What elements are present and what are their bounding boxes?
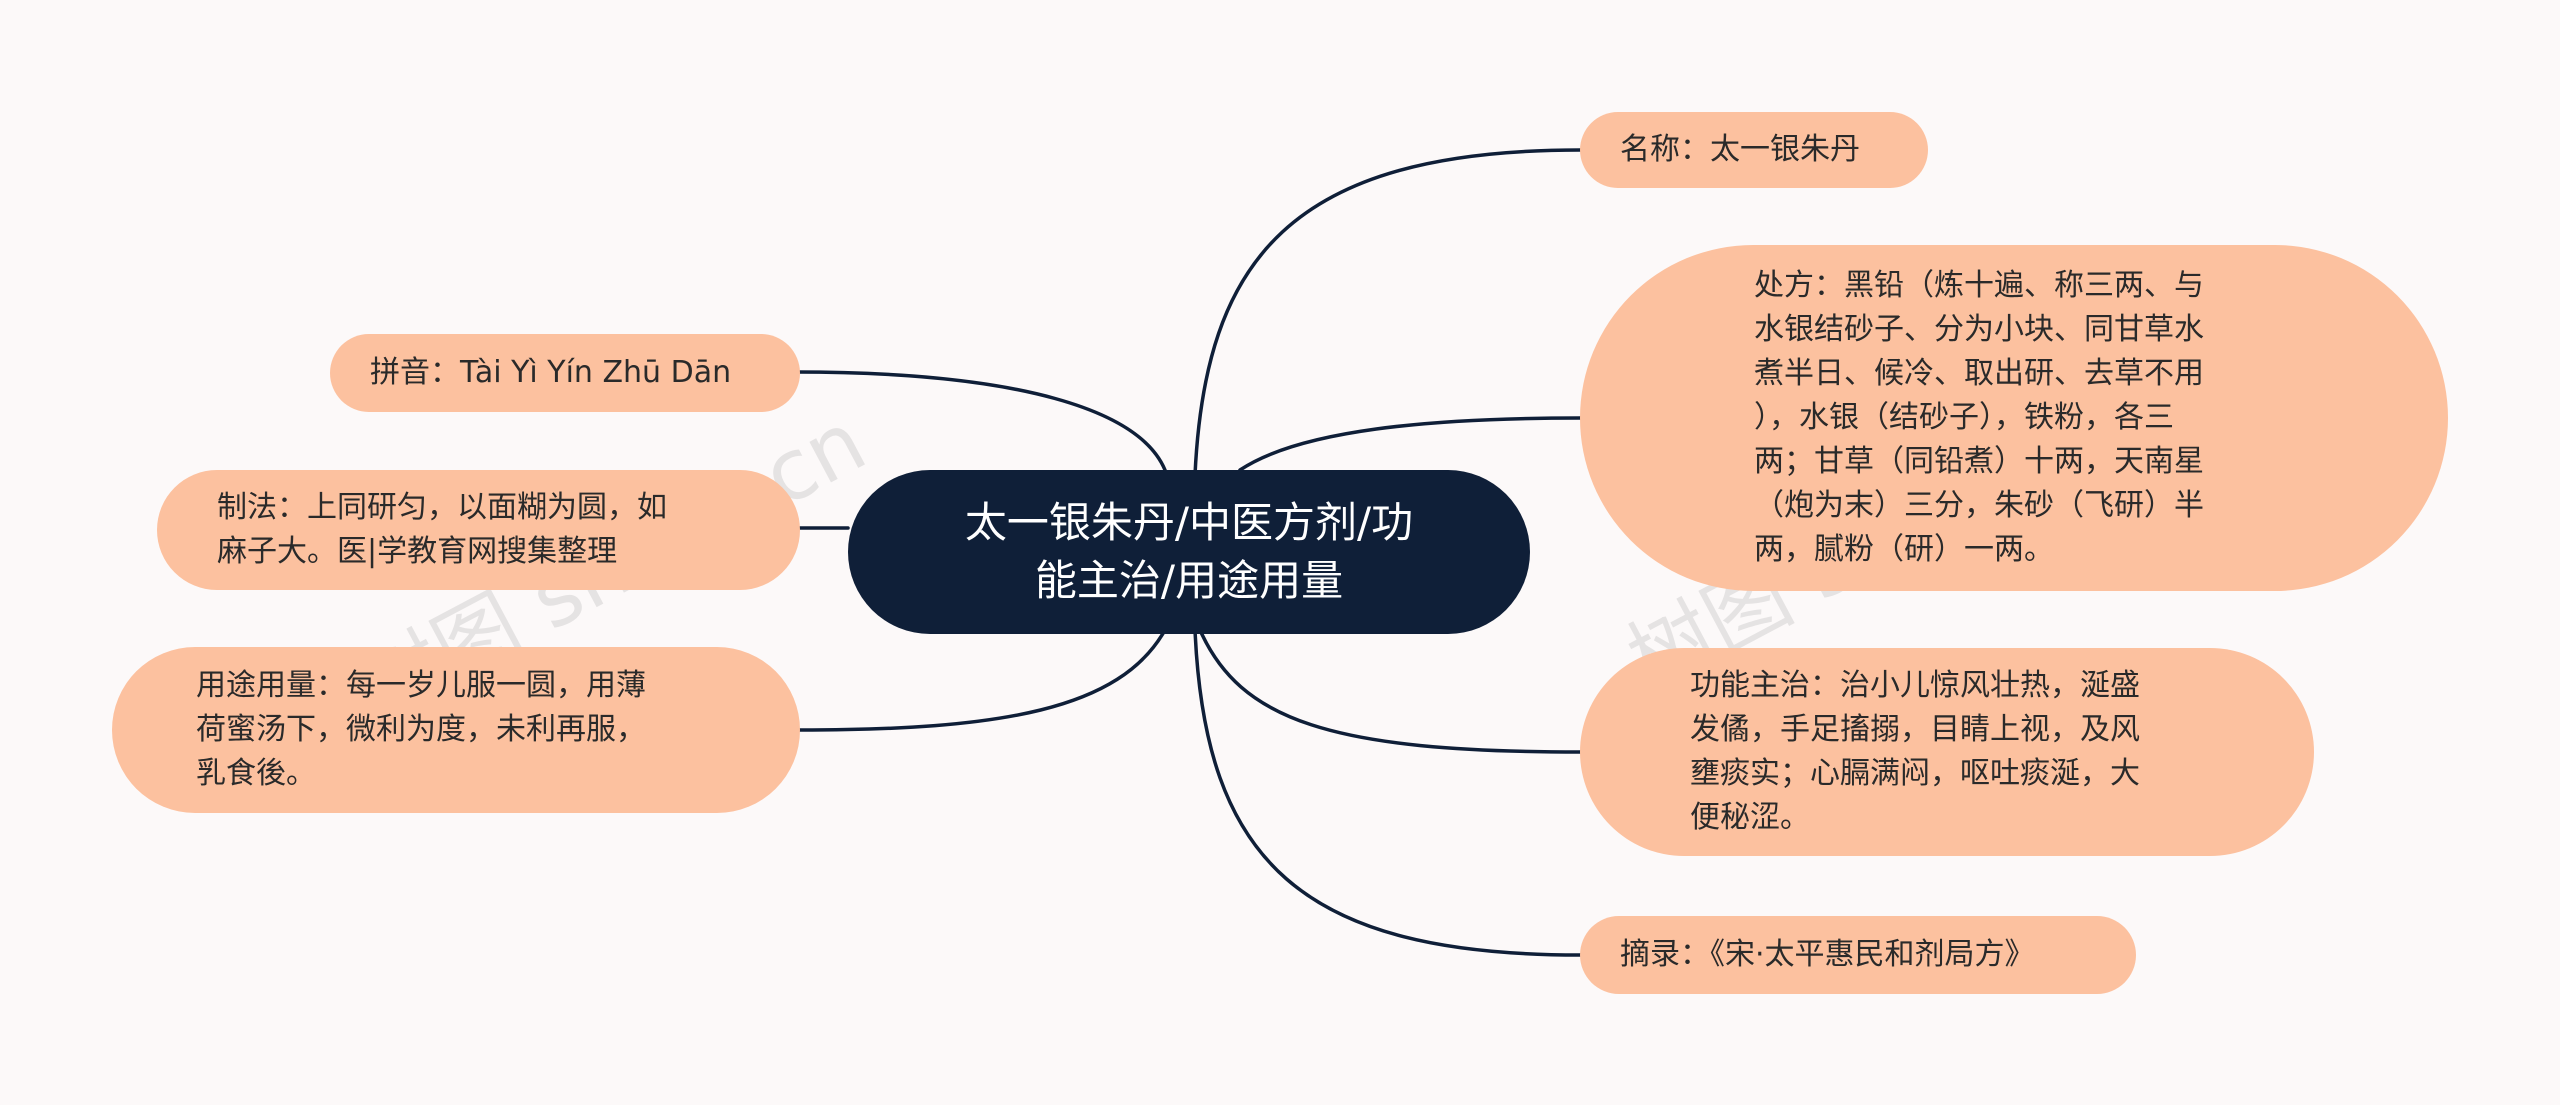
node-usage[interactable]: 用途用量：每一岁儿服一圆，用薄 荷蜜汤下，微利为度，未利再服， 乳食後。	[112, 647, 800, 813]
node-excerpt-label: 摘录：《宋·太平惠民和剂局方》	[1620, 937, 2035, 972]
connector-pinyin	[793, 370, 1167, 472]
connector-function	[1198, 628, 1582, 754]
node-function-label: 功能主治：治小儿惊风壮热，涎盛 发僪，手足搐搦，目睛上视，及风 壅痰实；心膈满闷…	[1690, 668, 2140, 835]
node-preparation[interactable]: 制法：上同研匀，以面糊为圆，如 麻子大。医|学教育网搜集整理	[157, 470, 800, 590]
node-prescription[interactable]: 处方：黑铅（炼十遍、称三两、与 水银结砂子、分为小块、同甘草水 煮半日、候冷、取…	[1580, 245, 2448, 591]
connector-excerpt	[1193, 628, 1582, 957]
node-name[interactable]: 名称：太一银朱丹	[1580, 112, 1928, 188]
central-topic[interactable]: 太一银朱丹/中医方剂/功 能主治/用途用量	[848, 470, 1530, 634]
node-usage-label: 用途用量：每一岁儿服一圆，用薄 荷蜜汤下，微利为度，未利再服， 乳食後。	[196, 668, 646, 791]
node-function[interactable]: 功能主治：治小儿惊风壮热，涎盛 发僪，手足搐搦，目睛上视，及风 壅痰实；心膈满闷…	[1580, 648, 2314, 856]
node-pinyin[interactable]: 拼音：Tài Yì Yín Zhū Dān	[330, 334, 800, 412]
connector-prescription	[1238, 416, 1582, 472]
node-pinyin-label: 拼音：Tài Yì Yín Zhū Dān	[370, 355, 732, 390]
central-topic-label: 太一银朱丹/中医方剂/功 能主治/用途用量	[964, 498, 1414, 605]
connector-usage	[798, 628, 1167, 732]
node-excerpt[interactable]: 摘录：《宋·太平惠民和剂局方》	[1580, 916, 2136, 994]
node-prescription-label: 处方：黑铅（炼十遍、称三两、与 水银结砂子、分为小块、同甘草水 煮半日、候冷、取…	[1754, 268, 2204, 567]
node-preparation-label: 制法：上同研匀，以面糊为圆，如 麻子大。医|学教育网搜集整理	[217, 490, 667, 569]
node-name-label: 名称：太一银朱丹	[1620, 132, 1860, 167]
connector-name	[1193, 148, 1582, 477]
